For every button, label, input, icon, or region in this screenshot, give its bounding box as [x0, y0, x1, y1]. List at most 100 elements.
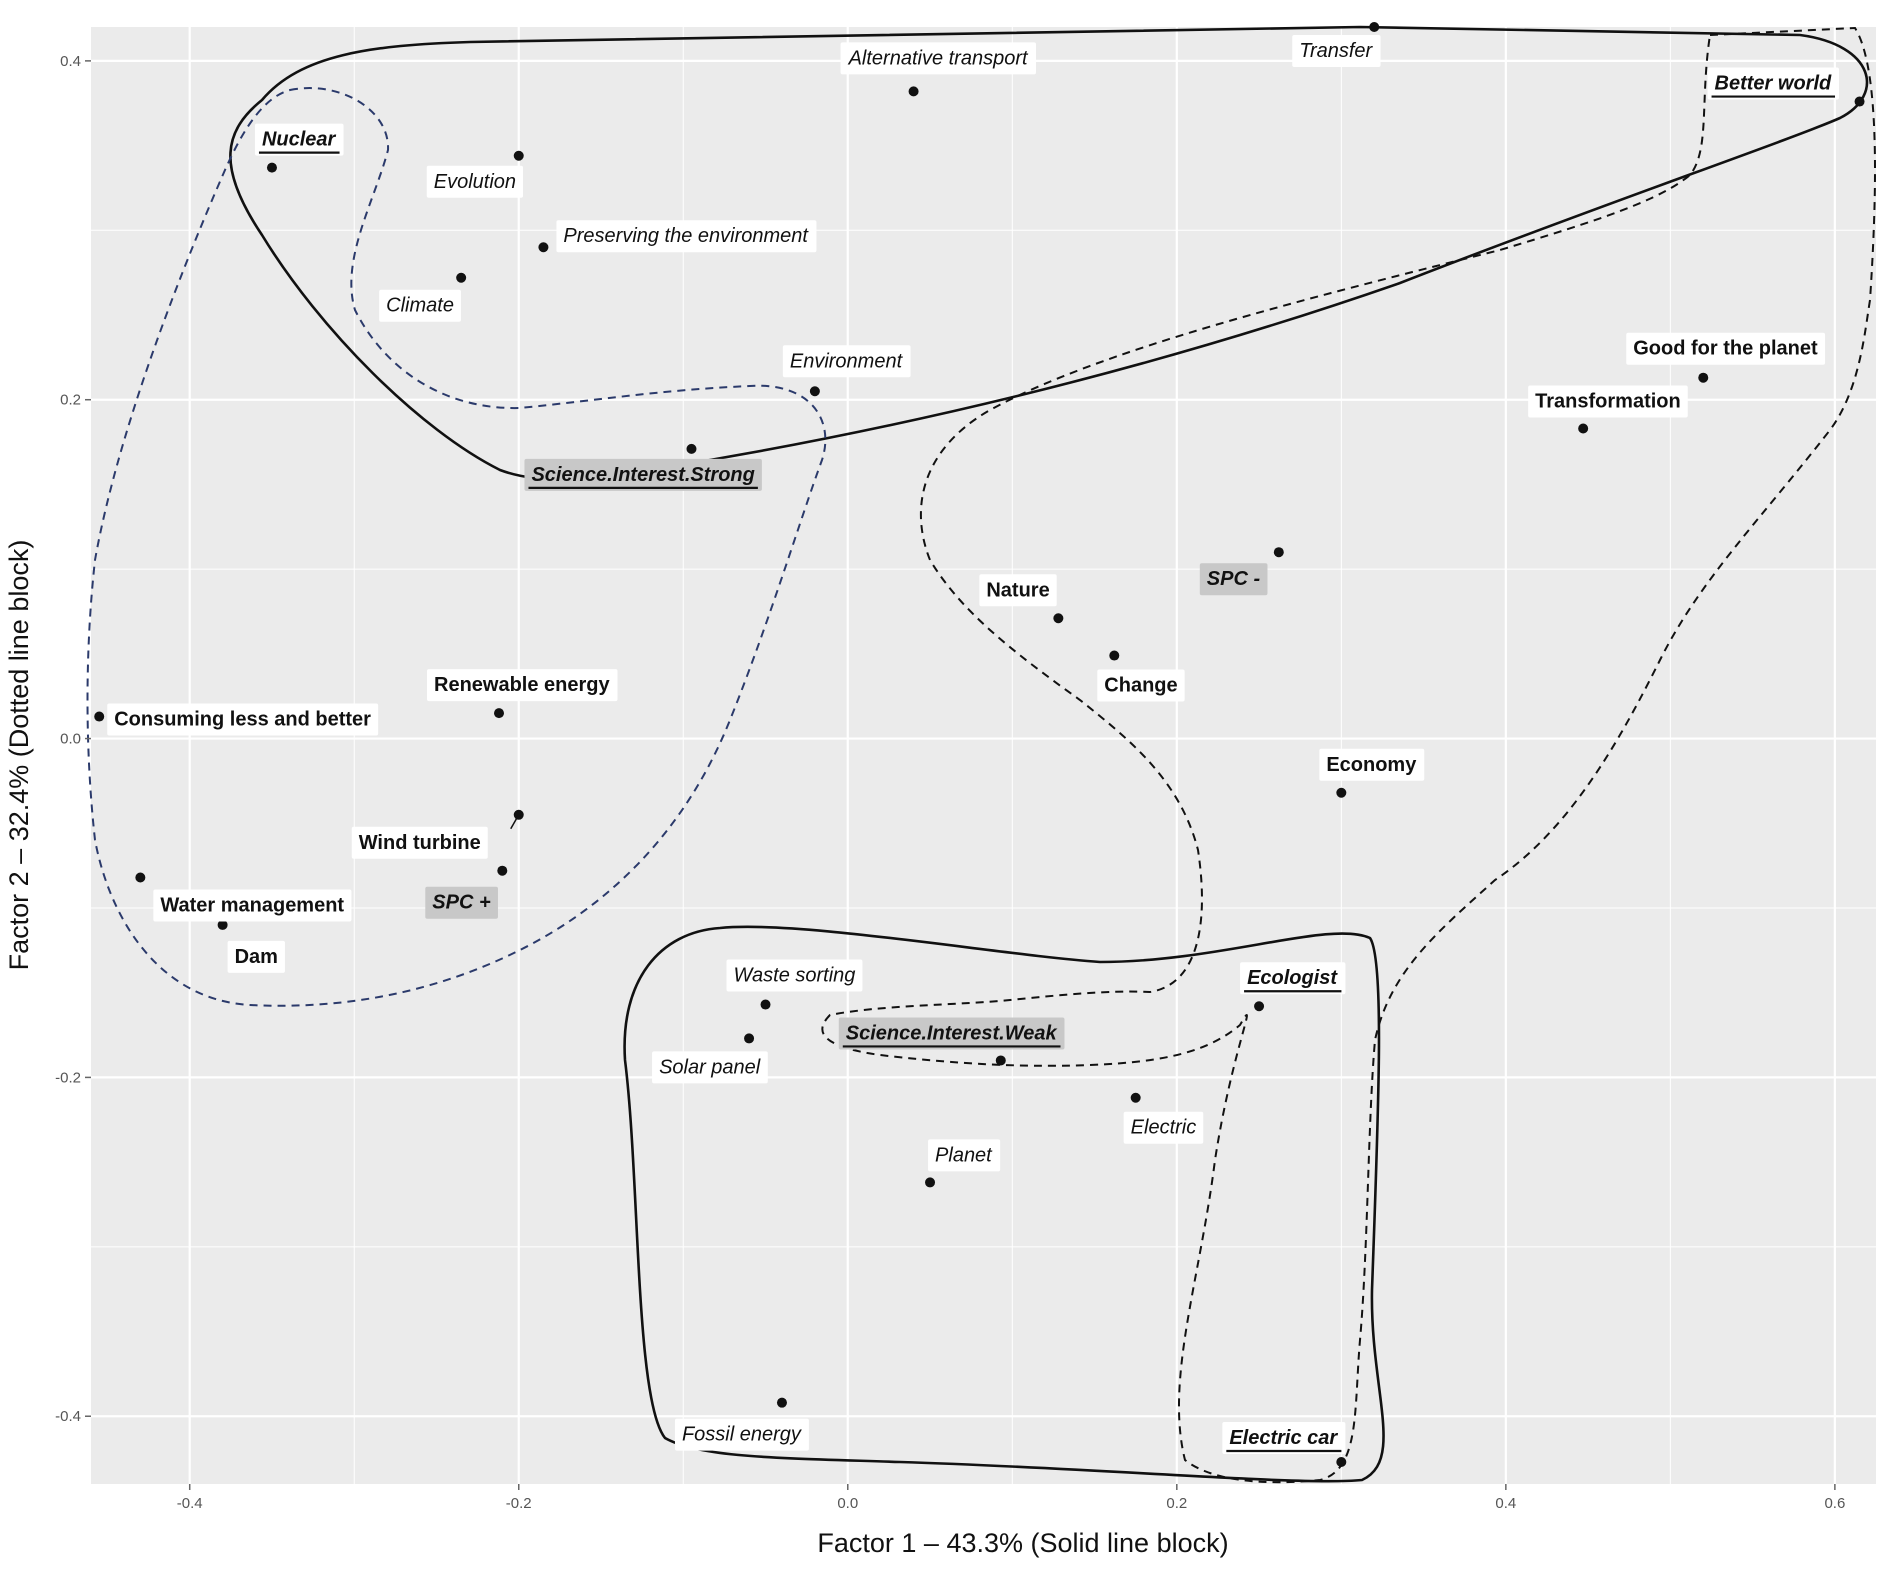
point-nuclear: [266, 162, 277, 173]
x-tick-label: -0.4: [177, 1495, 203, 1512]
label-electric-car: Electric car: [1222, 1421, 1346, 1454]
label-text: SPC -: [1207, 568, 1261, 590]
x-tick-label: 0.6: [1824, 1495, 1845, 1512]
label-text: Environment: [790, 350, 904, 372]
label-box: [425, 886, 498, 919]
label-preserving-the-environment: Preserving the environment: [556, 220, 817, 253]
label-science-interest-strong: Science.Interest.Strong: [524, 458, 762, 491]
label-spc: SPC +: [425, 886, 498, 919]
label-box: [254, 123, 344, 156]
point-transfer: [1369, 22, 1380, 32]
point-alternative-transport: [908, 86, 919, 97]
y-tick-label: -0.2: [55, 1069, 81, 1086]
label-spc: SPC -: [1199, 563, 1268, 596]
label-text: Science.Interest.Strong: [531, 464, 754, 486]
label-transfer: Transfer: [1292, 35, 1381, 67]
label-text: Nature: [986, 579, 1049, 601]
point-planet: [925, 1177, 936, 1188]
label-text: Change: [1104, 675, 1177, 697]
label-box: [838, 1017, 1065, 1050]
wind-turbine-connector: [510, 814, 520, 830]
point-renewable-energy: [494, 708, 504, 719]
label-text: Dam: [235, 946, 278, 968]
label-box: [1123, 1111, 1204, 1144]
label-text: Water management: [160, 894, 344, 916]
label-box: [840, 42, 1036, 75]
label-science-interest-weak: Science.Interest.Weak: [838, 1017, 1065, 1050]
label-text: Preserving the environment: [563, 225, 809, 247]
point-spc: [497, 865, 508, 876]
y-tick-label: 0.2: [60, 392, 81, 409]
point-better-world: [1854, 96, 1865, 107]
point-dam: [217, 919, 228, 930]
label-box: [1097, 669, 1185, 702]
label-box: [726, 959, 863, 992]
point-nature: [1053, 613, 1064, 624]
cluster-outlines: [86, 25, 1876, 1484]
label-text: Science.Interest.Weak: [846, 1022, 1058, 1044]
label-text: Better world: [1715, 73, 1832, 95]
label-text: Electric: [1131, 1117, 1197, 1139]
label-text: Transformation: [1535, 391, 1681, 413]
label-box: [1319, 748, 1425, 781]
label-box: [1292, 35, 1381, 67]
label-box: [107, 703, 379, 736]
label-text: Alternative transport: [848, 47, 1029, 69]
label-text: Climate: [386, 295, 454, 317]
plot-panel: [91, 27, 1876, 1484]
point-good-for-the-planet: [1698, 372, 1709, 383]
label-box: [979, 574, 1057, 607]
label-box: [674, 1418, 809, 1451]
label-box: [1240, 962, 1346, 995]
label-box: [556, 220, 817, 253]
label-evolution: Evolution: [426, 165, 524, 198]
label-box: [1528, 385, 1688, 418]
label-climate: Climate: [379, 289, 461, 322]
label-better-world: Better world: [1707, 67, 1840, 100]
y-axis-title: Factor 2 – 32.4% (Dotted line block): [4, 540, 34, 971]
label-box: [427, 669, 618, 702]
label-dam: Dam: [227, 940, 285, 973]
label-consuming-less-and-better: Consuming less and better: [107, 703, 379, 736]
label-text: Economy: [1326, 754, 1417, 776]
label-box: [524, 458, 762, 491]
label-change: Change: [1097, 669, 1185, 702]
label-box: [227, 940, 285, 973]
label-fossil-energy: Fossil energy: [674, 1418, 809, 1451]
point-science-interest-strong: [686, 443, 697, 454]
label-text: Wind turbine: [359, 832, 481, 854]
label-environment: Environment: [782, 345, 911, 378]
solid-block-bottom: [623, 925, 1385, 1483]
label-nuclear: Nuclear: [254, 123, 344, 156]
point-spc: [1273, 547, 1284, 558]
label-text: Transfer: [1299, 40, 1373, 62]
label-box: [782, 345, 911, 378]
label-box: [652, 1051, 768, 1084]
dotted-block-left: [86, 87, 827, 1007]
x-axis-title: Factor 1 – 43.3% (Solid line block): [817, 1528, 1228, 1558]
label-text: Evolution: [434, 171, 516, 193]
label-text: Fossil energy: [682, 1424, 802, 1446]
point-transformation: [1578, 423, 1589, 434]
label-renewable-energy: Renewable energy: [427, 669, 618, 702]
y-tick-label: 0.0: [60, 731, 81, 748]
label-box: [1707, 67, 1840, 100]
label-economy: Economy: [1319, 748, 1425, 781]
point-science-interest-weak: [995, 1055, 1006, 1066]
data-points: [94, 22, 1865, 1467]
label-text: Good for the planet: [1633, 338, 1818, 360]
label-electric: Electric: [1123, 1111, 1204, 1144]
label-wind-turbine: Wind turbine: [351, 826, 488, 859]
x-tick-label: -0.2: [506, 1495, 532, 1512]
point-economy: [1336, 787, 1347, 798]
label-water-management: Water management: [153, 889, 352, 922]
point-water-management: [135, 872, 146, 883]
label-box: [1626, 332, 1826, 365]
point-electric: [1130, 1092, 1141, 1103]
label-text: Consuming less and better: [114, 709, 371, 731]
label-box: [426, 165, 524, 198]
label-text: Renewable energy: [434, 674, 611, 696]
x-tick-label: 0.4: [1495, 1495, 1516, 1512]
